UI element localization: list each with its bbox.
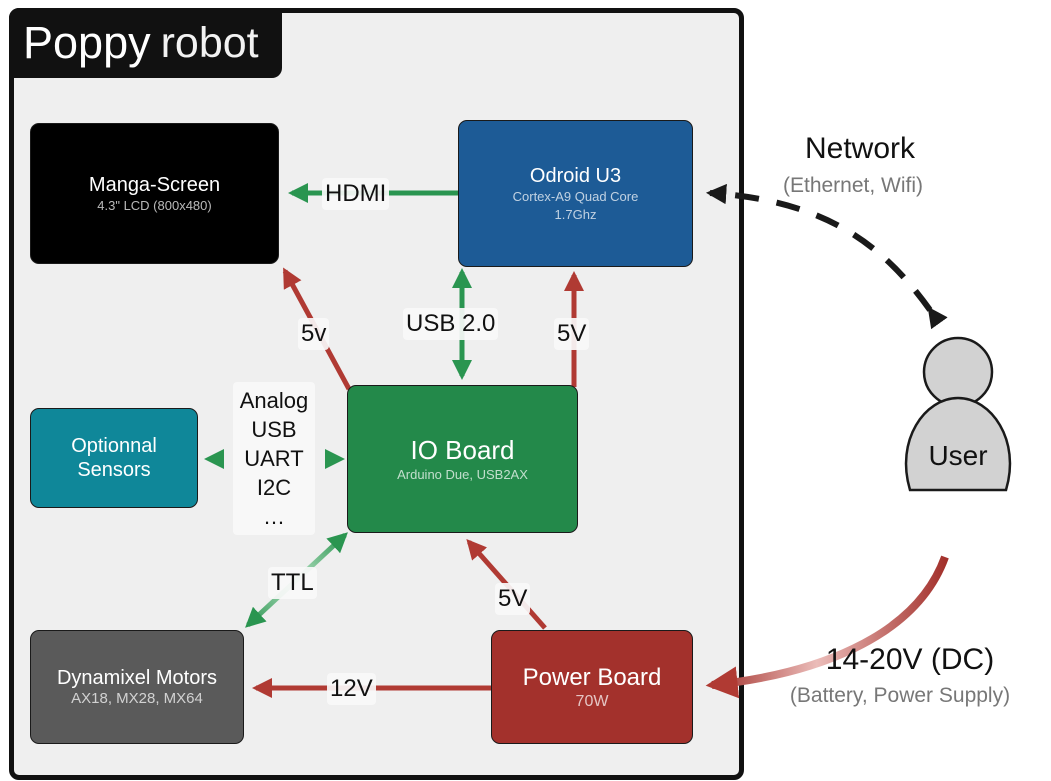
- usb-label: USB 2.0: [403, 308, 499, 340]
- power-board-box: Power Board 70W: [491, 630, 693, 744]
- manga-screen-title: Manga-Screen: [88, 173, 221, 196]
- network-title: Network: [804, 132, 916, 165]
- sensors-title-line1: Optionnal: [71, 435, 157, 457]
- odroid-5v-label: 5V: [554, 318, 590, 350]
- odroid-title: Odroid U3: [529, 164, 622, 187]
- user-label: User: [928, 440, 988, 471]
- network-subtitle: (Ethernet, Wifi): [782, 174, 924, 197]
- sensors-title-line2: Sensors: [77, 459, 151, 481]
- sensor-link-uart: UART: [244, 446, 304, 471]
- network-arrow: [705, 183, 948, 330]
- motors-12v-label: 12V: [327, 673, 376, 705]
- sensor-link-labels: Analog USB UART I2C …: [233, 382, 315, 535]
- motors-subtitle: AX18, MX28, MX64: [71, 690, 203, 707]
- title-word-robot: robot: [160, 18, 259, 67]
- manga-screen-box: Manga-Screen 4.3" LCD (800x480): [30, 123, 279, 264]
- sensor-link-more: …: [263, 504, 285, 529]
- hdmi-label: HDMI: [322, 178, 390, 210]
- screen-5v-label: 5v: [298, 318, 330, 350]
- sensor-link-analog: Analog: [239, 388, 309, 413]
- io-board-title: IO Board: [410, 435, 515, 465]
- power-input-subtitle: (Battery, Power Supply): [789, 684, 1011, 707]
- power-input-title: 14-20V (DC): [825, 643, 995, 676]
- io-5v-label: 5V: [495, 583, 531, 615]
- odroid-subtitle-cpu: Cortex-A9 Quad Core: [512, 188, 639, 204]
- motors-title: Dynamixel Motors: [56, 667, 218, 689]
- sensor-link-usb: USB: [251, 417, 297, 442]
- title-word-poppy: Poppy: [23, 17, 151, 68]
- sensors-box: Optionnal Sensors: [30, 408, 198, 508]
- diagram-title: Poppy robot: [9, 8, 282, 78]
- power-board-subtitle: 70W: [575, 693, 609, 710]
- power-input-arrow: [705, 555, 949, 699]
- motors-box: Dynamixel Motors AX18, MX28, MX64: [30, 630, 244, 744]
- manga-screen-subtitle: 4.3" LCD (800x480): [97, 197, 212, 213]
- sensor-link-i2c: I2C: [256, 475, 292, 500]
- io-board-subtitle: Arduino Due, USB2AX: [397, 467, 528, 482]
- odroid-subtitle-clock: 1.7Ghz: [554, 206, 597, 222]
- odroid-box: Odroid U3 Cortex-A9 Quad Core 1.7Ghz: [458, 120, 693, 267]
- power-board-title: Power Board: [522, 664, 662, 691]
- ttl-label: TTL: [268, 567, 317, 599]
- io-board-box: IO Board Arduino Due, USB2AX: [347, 385, 578, 533]
